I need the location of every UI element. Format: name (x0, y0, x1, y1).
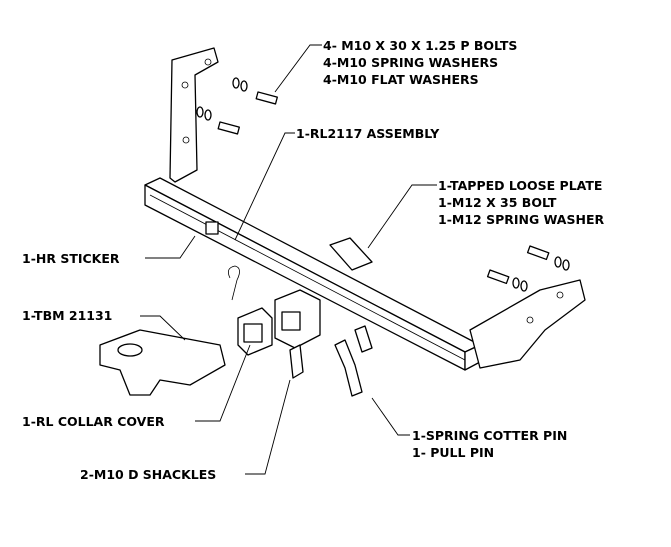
pull-pin-top (354, 325, 373, 353)
tapped-loose-plate (329, 237, 373, 271)
collar-cover (237, 307, 273, 356)
label-bolts-1: 4- M10 X 30 X 1.25 P BOLTS (323, 38, 517, 53)
label-plate-2: 1-M12 X 35 BOLT (438, 195, 557, 210)
label-shackles: 2-M10 D SHACKLES (80, 467, 216, 482)
hitch-receiver (274, 289, 321, 349)
label-plate-3: 1-M12 SPRING WASHER (438, 212, 604, 227)
hr-sticker (205, 221, 219, 235)
bolts-washers (196, 77, 570, 292)
label-pins-1: 1-SPRING COTTER PIN (412, 428, 567, 443)
label-tbm: 1-TBM 21131 (22, 308, 112, 323)
label-sticker: 1-HR STICKER (22, 251, 120, 266)
label-bolts-2: 4-M10 SPRING WASHERS (323, 55, 498, 70)
d-shackle (289, 344, 304, 379)
label-bolts-3: 4-M10 FLAT WASHERS (323, 72, 479, 87)
spring-cotter-pin (227, 265, 240, 301)
crossbar-assembly (144, 177, 481, 371)
label-pins-2: 1- PULL PIN (412, 445, 494, 460)
label-assembly: 1-RL2117 ASSEMBLY (296, 126, 440, 141)
label-collar: 1-RL COLLAR COVER (22, 414, 165, 429)
tow-ball-mount (99, 329, 226, 396)
pull-pin (334, 339, 363, 397)
right-mounting-bracket (469, 279, 586, 369)
left-mounting-bracket (169, 47, 219, 183)
leader-lines (140, 44, 437, 475)
label-plate-1: 1-TAPPED LOOSE PLATE (438, 178, 602, 193)
